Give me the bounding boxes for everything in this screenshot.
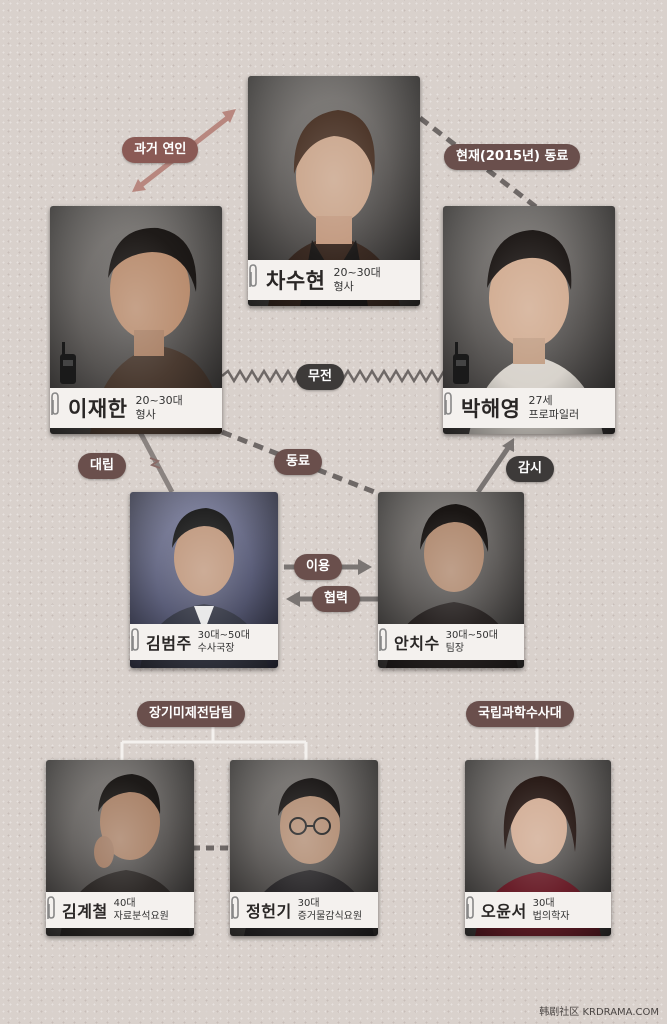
paperclip-icon — [466, 896, 474, 919]
conflict-line — [137, 430, 175, 494]
paperclip-icon — [249, 264, 257, 287]
paperclip-icon — [47, 896, 55, 919]
walkie-talkie-icon — [453, 342, 469, 384]
paperclip-icon — [444, 392, 452, 415]
surveillance-arrow — [475, 438, 514, 494]
walkie-talkie-icon — [60, 342, 76, 384]
team-bracket — [120, 724, 308, 760]
colleague-badge: 동료 — [274, 449, 322, 475]
forensic-service-badge: 국립과학수사대 — [466, 701, 574, 727]
paperclip-icon — [231, 896, 239, 919]
paperclip-icon — [379, 628, 387, 651]
cooperate-badge: 협력 — [312, 586, 360, 612]
cold-case-team-badge: 장기미제전담팀 — [137, 701, 245, 727]
past-lovers-badge: 과거 연인 — [122, 137, 199, 163]
radio-badge: 무전 — [296, 364, 344, 390]
colleagues-2015-badge: 현재(2015년) 동료 — [444, 144, 581, 170]
surveillance-badge: 감시 — [506, 456, 554, 482]
conflict-badge: 대립 — [78, 453, 126, 479]
use-badge: 이용 — [294, 554, 342, 580]
watermark-credit: 韩剧社区 KRDRAMA.COM — [539, 1007, 659, 1018]
paperclip-icon — [131, 628, 139, 651]
paperclip-icon — [51, 392, 59, 415]
